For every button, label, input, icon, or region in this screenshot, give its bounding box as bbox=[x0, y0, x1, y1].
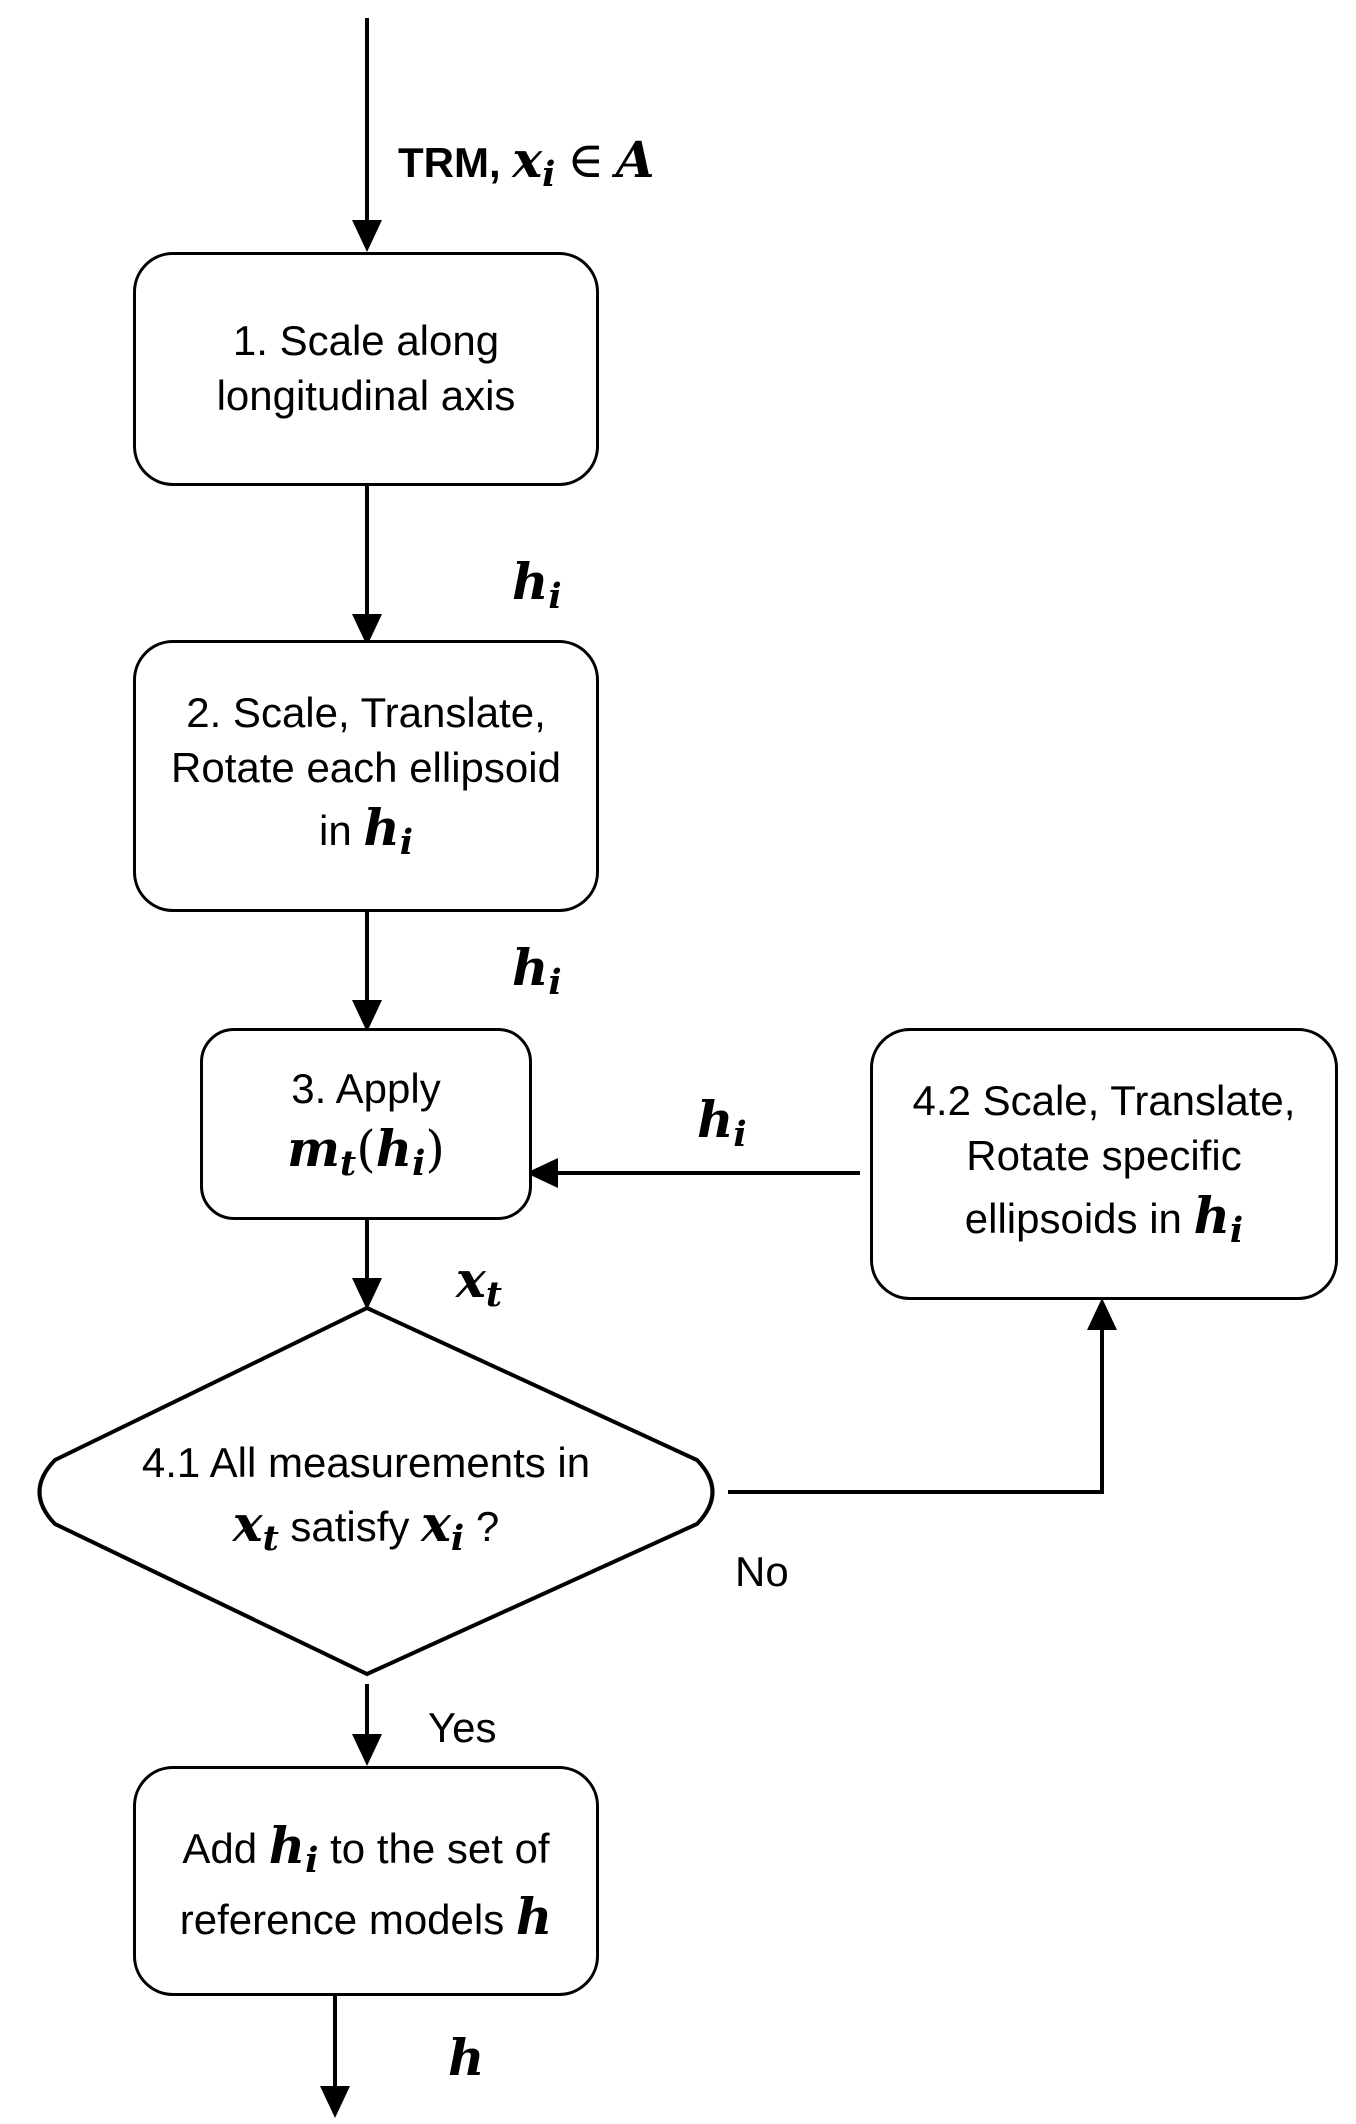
edge1-sub: i bbox=[548, 575, 562, 617]
step42-var: hi bbox=[1193, 1186, 1244, 1251]
decision-var2-sub: i bbox=[450, 1517, 465, 1559]
decision-line1: 4.1 All measurements in bbox=[141, 1439, 591, 1486]
step42-var-symbol: h bbox=[1193, 1186, 1230, 1246]
step2-var-symbol: h bbox=[363, 798, 400, 858]
decision-var1: xt bbox=[232, 1493, 279, 1559]
input-prefix: TRM, bbox=[398, 139, 501, 186]
edge2-sub: i bbox=[548, 961, 562, 1003]
edge3-label: xt bbox=[456, 1250, 502, 1315]
input-var-sub: i bbox=[542, 153, 556, 195]
step5-var: hi bbox=[268, 1816, 319, 1881]
step3-fn-sub: t bbox=[340, 1142, 357, 1184]
arrowhead-step42 bbox=[1087, 1298, 1117, 1330]
edge3-sub: t bbox=[485, 1273, 502, 1315]
decision-diamond bbox=[37, 1305, 715, 1677]
step3-fn: m bbox=[287, 1119, 341, 1179]
edge-loop-var: h bbox=[697, 1090, 734, 1149]
step42-line2: Rotate specific bbox=[966, 1131, 1242, 1179]
arrowhead-step5 bbox=[352, 1734, 382, 1766]
step5-var-symbol: h bbox=[268, 1816, 306, 1876]
edge2-label: hi bbox=[512, 938, 562, 1003]
input-label: TRM, xi ∈ A bbox=[398, 130, 655, 195]
arrowhead-input bbox=[352, 220, 382, 252]
step3-expression: mt(hi) bbox=[287, 1116, 445, 1186]
step3-close-paren: ) bbox=[425, 1120, 445, 1179]
edge1-label: hi bbox=[512, 552, 562, 617]
arrowhead-step2 bbox=[352, 614, 382, 646]
input-set: A bbox=[615, 130, 655, 189]
step2-line1: 2. Scale, Translate, bbox=[186, 689, 546, 737]
step5-var-sub: i bbox=[305, 1840, 319, 1882]
step2-line2: Rotate each ellipsoid bbox=[171, 743, 561, 791]
step5-line1-prefix: Add bbox=[182, 1825, 258, 1873]
input-var: xi bbox=[512, 130, 555, 195]
edge3-var: x bbox=[456, 1250, 486, 1309]
step5-line2: reference models h bbox=[180, 1884, 553, 1949]
step5-var2: h bbox=[515, 1886, 553, 1946]
step2-box: 2. Scale, Translate, Rotate each ellipso… bbox=[133, 640, 599, 912]
output-label: h bbox=[448, 2028, 485, 2087]
step42-line1: 4.2 Scale, Translate, bbox=[912, 1077, 1296, 1125]
step2-var-sub: i bbox=[399, 822, 414, 864]
step5-box: Add hi to the set of reference models h bbox=[133, 1766, 599, 1996]
edge-loop-label: hi bbox=[697, 1090, 747, 1155]
arrow-decision-to-step42 bbox=[728, 1312, 1104, 1494]
step2-var: hi bbox=[363, 798, 413, 863]
yes-label: Yes bbox=[428, 1704, 497, 1751]
decision-line2: xt satisfy xi ? bbox=[60, 1491, 672, 1561]
no-label: No bbox=[735, 1548, 789, 1595]
step1-line2: longitudinal axis bbox=[216, 372, 516, 419]
arrowhead-step3 bbox=[352, 1000, 382, 1032]
decision-suffix: ? bbox=[475, 1502, 500, 1550]
edge1-var: h bbox=[512, 552, 549, 611]
decision-var1-sub: t bbox=[262, 1517, 279, 1559]
input-var-symbol: x bbox=[512, 130, 543, 189]
decision-text: 4.1 All measurements in xt satisfy xi ? bbox=[60, 1436, 672, 1561]
step3-line1: 3. Apply bbox=[291, 1064, 441, 1112]
decision-var2: xi bbox=[421, 1493, 464, 1559]
edge2-var: h bbox=[512, 938, 549, 997]
step3-box: 3. Apply mt(hi) bbox=[200, 1028, 532, 1220]
step3-open-paren: ( bbox=[356, 1120, 376, 1179]
decision-var1-symbol: x bbox=[232, 1493, 263, 1553]
arrowhead-decision bbox=[352, 1278, 382, 1310]
arrowhead-output bbox=[320, 2086, 350, 2118]
step5-line2-prefix: reference models bbox=[179, 1895, 505, 1943]
step2-line3-prefix: in bbox=[318, 807, 352, 855]
step5-line1: Add hi to the set of bbox=[182, 1813, 549, 1883]
arrowhead-step3-loop bbox=[526, 1158, 558, 1188]
step2-line3: in hi bbox=[319, 795, 413, 865]
element-of-symbol: ∈ bbox=[567, 131, 605, 189]
step1-box: 1. Scale along longitudinal axis bbox=[133, 252, 599, 486]
decision-var2-symbol: x bbox=[421, 1493, 451, 1553]
step3-var: h bbox=[375, 1119, 413, 1179]
step42-line3-prefix: ellipsoids in bbox=[964, 1195, 1182, 1243]
decision-middle: satisfy bbox=[290, 1502, 410, 1550]
edge-loop-sub: i bbox=[733, 1113, 747, 1155]
step1-line1: 1. Scale along bbox=[232, 317, 500, 365]
step5-line1-suffix: to the set of bbox=[330, 1825, 550, 1873]
step42-line3: ellipsoids in hi bbox=[965, 1183, 1243, 1253]
step42-var-sub: i bbox=[1229, 1210, 1244, 1252]
step42-box: 4.2 Scale, Translate, Rotate specific el… bbox=[870, 1028, 1338, 1300]
step3-var-sub: i bbox=[412, 1142, 426, 1184]
